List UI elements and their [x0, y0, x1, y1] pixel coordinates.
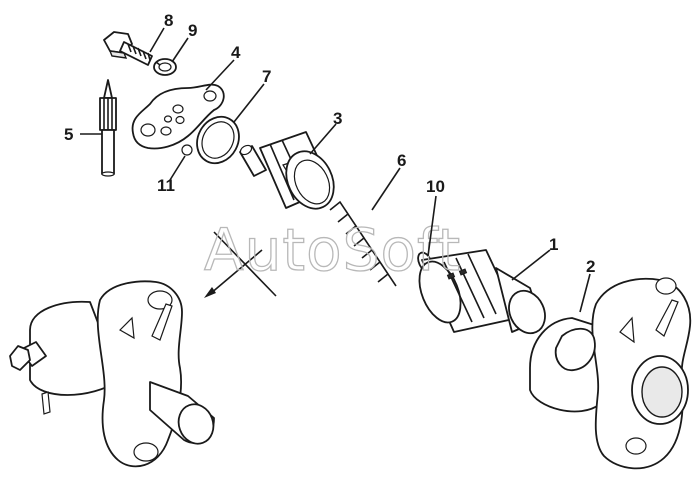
callout-9: 9: [188, 21, 197, 40]
pin-part-5: [99, 79, 117, 177]
left-housing: [9, 280, 215, 468]
callout-1: 1: [549, 235, 558, 254]
direction-arrow: [204, 231, 277, 298]
callout-6: 6: [397, 151, 406, 170]
ball-part-11: [181, 144, 193, 156]
callout-7: 7: [262, 67, 271, 86]
sleeve-part-3: [239, 131, 335, 210]
callout-8: 8: [164, 11, 173, 30]
callout-4: 4: [231, 43, 241, 62]
spring-part-6: [329, 200, 397, 287]
gasket-part-4: [131, 83, 225, 150]
callout-11: 11: [157, 176, 175, 195]
leader-lines: [80, 27, 591, 313]
callout-3: 3: [333, 109, 342, 128]
callout-5: 5: [64, 125, 73, 144]
callout-2: 2: [586, 257, 595, 276]
housing-part-2: [529, 277, 692, 470]
o-ring-part-7: [196, 115, 240, 165]
callout-10: 10: [426, 177, 445, 196]
washer-part-9: [153, 58, 177, 76]
watermark-text: AutoSoft: [204, 216, 461, 284]
plunger-part-1: [418, 249, 546, 335]
bolt-part-8: [103, 31, 153, 66]
